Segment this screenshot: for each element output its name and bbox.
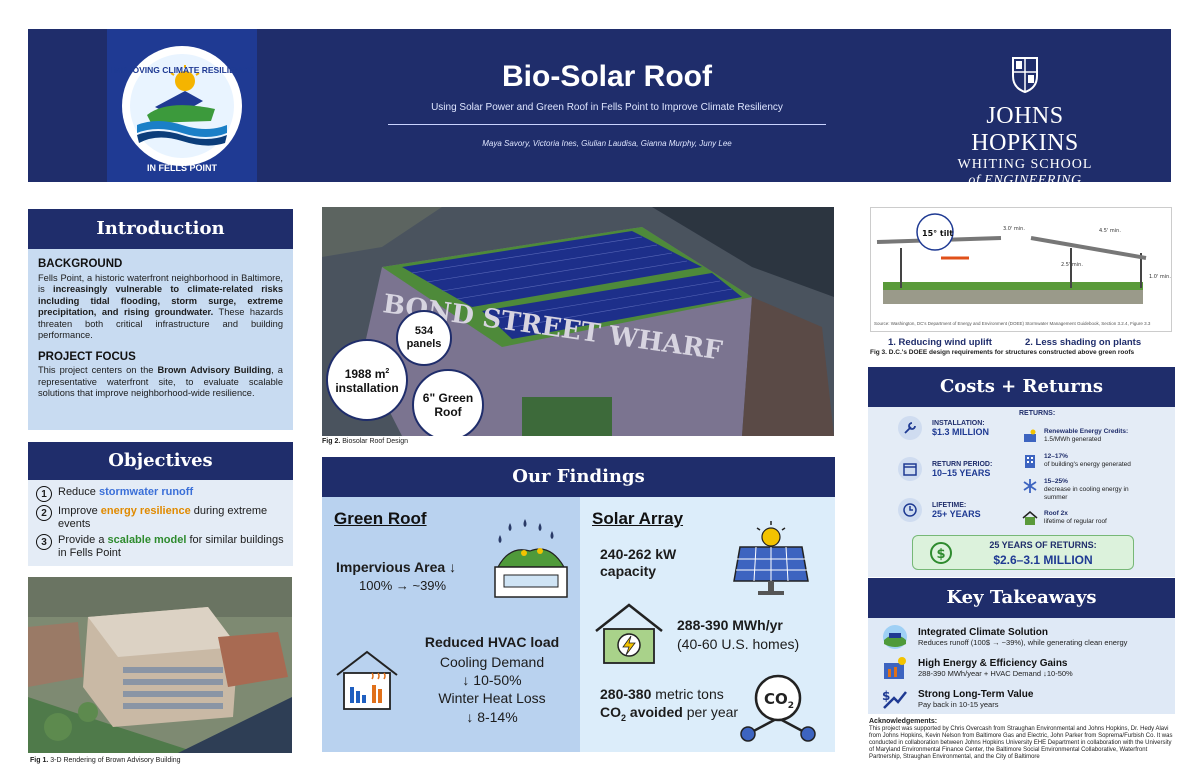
cooling-demand-label: Cooling Demand <box>439 654 545 670</box>
house-hvac-icon <box>336 650 398 710</box>
resiliency-logo-icon <box>122 46 242 166</box>
solar-array-findings: Solar Array 240-262 kW capacity 288-390 … <box>580 497 835 752</box>
solar-capacity: 240-262 kW capacity <box>600 546 677 579</box>
return-item: 15–25%decrease in cooling energy in summ… <box>1022 478 1134 502</box>
efficiency-icon <box>884 657 906 679</box>
introduction-body: BACKGROUND Fells Point, a historic water… <box>28 249 293 430</box>
green-roof-depth-bubble: 6" Green Roof <box>412 369 484 436</box>
building-rendering-image <box>28 577 292 753</box>
co2-molecule-icon: CO2 <box>740 674 816 742</box>
doee-design-diagram: 15° tilt 3.0' min. 4.5' min. 2.5' min. 1… <box>870 207 1172 332</box>
svg-text:CO2: CO2 <box>764 690 794 711</box>
project-logo: IMPROVING CLIMATE RESILIENCY IN FELLS PO… <box>107 29 257 182</box>
clock-icon <box>898 498 922 522</box>
takeaways-heading: Key Takeaways <box>868 578 1175 618</box>
fig3-label-shading: 2. Less shading on plants <box>1025 337 1142 348</box>
svg-text:1.0' min.: 1.0' min. <box>1149 274 1171 280</box>
green-roof-rain-icon <box>494 519 568 598</box>
co2-avoided: 280-380 metric tons CO2 avoided per year <box>600 686 739 723</box>
total-returns-value: $2.6–3.1 MILLION <box>993 553 1093 567</box>
tilt-label: 15° tilt <box>922 229 953 238</box>
building-icon <box>1025 455 1035 468</box>
money-cycle-icon: $ <box>930 542 952 564</box>
poster-subtitle: Using Solar Power and Green Roof in Fell… <box>431 102 783 113</box>
winter-heat-loss-label: Winter Heat Loss <box>438 690 546 706</box>
acknowledgements-text: This project was supported by Chris Over… <box>869 726 1173 760</box>
svg-text:$: $ <box>882 689 890 703</box>
introduction-heading: Introduction <box>28 209 293 249</box>
lifetime: LIFETIME:25+ YEARS <box>898 498 981 522</box>
dollar-growth-icon: $ <box>882 689 907 709</box>
jhu-logo: JOHNS HOPKINS WHITING SCHOOL of ENGINEER… <box>930 54 1120 189</box>
acknowledgements: Acknowledgements: This project was suppo… <box>869 718 1175 761</box>
installation-cost: INSTALLATION:$1.3 MILLION <box>898 416 989 440</box>
fig3-caption: Fig 3. D.C.'s DOEE design requirements f… <box>870 349 1135 356</box>
fig3-label-wind: 1. Reducing wind uplift <box>888 337 992 348</box>
jhu-engineering: of ENGINEERING <box>968 173 1082 188</box>
jhu-name: JOHNS HOPKINS <box>971 103 1079 156</box>
svg-text:4.5' min.: 4.5' min. <box>1099 228 1121 234</box>
objective-item: 3 Provide a scalable model for similar b… <box>36 534 285 560</box>
return-item: Renewable Energy Credits:1.5/MWh generat… <box>1022 428 1128 444</box>
background-heading: BACKGROUND <box>38 258 123 270</box>
winter-heat-loss-value: ↓ 8-14% <box>466 709 518 725</box>
objectives-heading: Objectives <box>28 442 293 480</box>
cooling-demand-value: ↓ 10-50% <box>462 672 522 688</box>
background-text: Fells Point, a historic waterfront neigh… <box>38 272 283 341</box>
jhu-shield-icon <box>1012 57 1038 94</box>
impervious-area-title: Impervious Area ↓ <box>336 559 457 575</box>
svg-text:2.5' min.: 2.5' min. <box>1061 262 1083 268</box>
findings-heading: Our Findings <box>322 457 835 497</box>
objectives-list: 1 Reduce stormwater runoff 2 Improve ene… <box>28 480 293 566</box>
total-returns-box: $ 25 YEARS OF RETURNS: $2.6–3.1 MILLION <box>912 535 1134 570</box>
total-returns-label: 25 YEARS OF RETURNS: <box>989 540 1097 550</box>
fig1-caption: Fig 1. 3-D Rendering of Brown Advisory B… <box>30 757 181 764</box>
objective-item: 1 Reduce stormwater runoff <box>36 486 285 502</box>
energy-homes-equivalent: (40-60 U.S. homes) <box>677 636 800 652</box>
returns-heading: RETURNS: <box>1019 410 1056 417</box>
project-focus-text: This project centers on the Brown Adviso… <box>38 365 283 398</box>
jhu-school: WHITING SCHOOL <box>957 157 1093 172</box>
svg-text:$: $ <box>937 547 946 562</box>
authors: Maya Savory, Victoria Ines, Giulian Laud… <box>482 139 732 148</box>
title-divider <box>388 124 826 125</box>
return-period: RETURN PERIOD:10–15 YEARS <box>898 457 992 481</box>
impervious-area-value: 100% → ~39% <box>359 578 447 593</box>
return-item: 12–17%of building's energy generated <box>1022 453 1131 469</box>
logo-top-text: IMPROVING CLIMATE RESILIENCY <box>111 65 253 75</box>
fig2-caption: Fig 2. Biosolar Roof Design <box>322 438 408 445</box>
panels-count-bubble: 534 panels <box>396 310 452 366</box>
green-roof-findings: Green Roof Impervious Area ↓ 100% → ~39%… <box>322 497 580 752</box>
fig3-source: Source: Washington, DC's Department of E… <box>874 321 1151 326</box>
wrench-icon <box>898 416 922 440</box>
snowflake-icon <box>1023 479 1037 493</box>
climate-solution-icon <box>883 625 907 649</box>
objective-item: 2 Improve energy resilience during extre… <box>36 505 285 531</box>
solar-credit-icon <box>1024 429 1036 442</box>
solar-array-title: Solar Array <box>592 509 684 528</box>
takeaways-body <box>868 618 1175 714</box>
hvac-title: Reduced HVAC load <box>424 634 560 650</box>
solar-panel-icon <box>733 521 809 595</box>
green-roof-title: Green Roof <box>334 509 427 528</box>
project-focus-heading: PROJECT FOCUS <box>38 350 136 363</box>
calendar-icon <box>898 457 922 481</box>
costs-heading: Costs + Returns <box>868 367 1175 407</box>
green-house-icon <box>1022 511 1038 525</box>
logo-bottom-text: IN FELLS POINT <box>146 163 217 173</box>
acknowledgements-heading: Acknowledgements: <box>869 718 938 725</box>
svg-text:3.0' min.: 3.0' min. <box>1003 226 1025 232</box>
poster-title: Bio-Solar Roof <box>502 60 712 93</box>
house-energy-icon <box>595 603 663 664</box>
energy-generation-value: 288-390 MWh/yr <box>677 617 783 633</box>
